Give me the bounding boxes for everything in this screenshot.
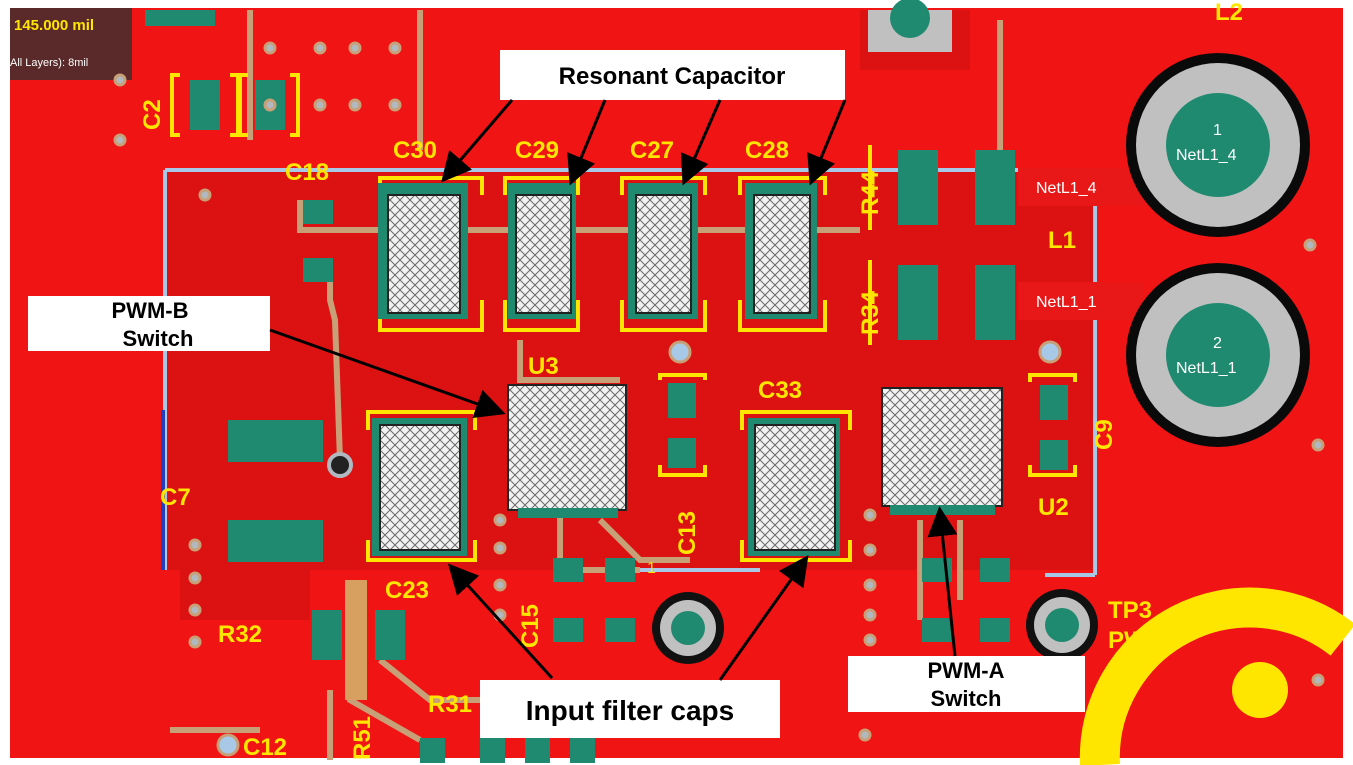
info-line-2: All Layers): 8mil	[10, 57, 88, 69]
label-c27: C27	[630, 137, 674, 164]
cap-c23	[366, 410, 477, 562]
label-r51: R51	[349, 716, 376, 760]
label-r32: R32	[218, 621, 262, 648]
cap-c29	[503, 176, 580, 332]
l1-round-pads: 1 NetL1_4 2 NetL1_1	[1126, 53, 1310, 447]
top-left-components	[145, 10, 300, 137]
callout-pwm-b: PWM-B Switch	[28, 296, 270, 351]
cap-c27	[620, 176, 707, 332]
net-tags: NetL1_4 NetL1_1	[1018, 168, 1143, 320]
label-tp3: TP3	[1108, 597, 1152, 624]
arrow-to-c23	[447, 563, 554, 680]
callout-pwm-a-line1: PWM-A	[928, 658, 1005, 683]
arrow-to-c28	[807, 99, 847, 186]
label-c13: C13	[674, 511, 701, 555]
label-c15: C15	[517, 604, 544, 648]
left-pads	[228, 420, 405, 660]
label-pwm2: PWM2	[1108, 627, 1180, 654]
pad2-net: NetL1_1	[1176, 360, 1237, 377]
label-r44: R44	[857, 170, 884, 215]
label-l2: L2	[1215, 0, 1243, 26]
label-l1: L1	[1048, 227, 1076, 254]
u2-switch	[881, 387, 1003, 515]
netl1-1-tag: NetL1_1	[1036, 294, 1097, 311]
r44-r34-pads	[898, 150, 1015, 340]
logo-arc	[1079, 587, 1353, 765]
label-u3: U3	[528, 353, 559, 380]
callout-pwm-a: PWM-A Switch	[848, 656, 1085, 712]
c13-pads	[658, 340, 707, 477]
arrow-to-c29	[567, 99, 607, 186]
c9-pads	[1028, 340, 1077, 477]
netl1-4-tag: NetL1_4	[1036, 180, 1097, 197]
callout-input-filter: Input filter caps	[480, 680, 780, 738]
resonant-capacitors	[378, 176, 827, 332]
callout-pwm-b-line1: PWM-B	[112, 298, 189, 323]
test-points	[652, 589, 1098, 664]
via-black	[327, 452, 353, 478]
r51-body	[345, 580, 367, 700]
callout-pwm-a-line2: Switch	[931, 686, 1002, 711]
l2-through-hole	[868, 0, 952, 52]
label-c9: C9	[1091, 419, 1118, 450]
cap-c33	[740, 410, 852, 562]
label-c30: C30	[393, 137, 437, 164]
label-pin1: 1	[647, 560, 656, 577]
callout-arrows	[269, 99, 958, 681]
arrow-to-u3	[269, 328, 506, 419]
cap-c28	[738, 176, 827, 332]
callout-pwm-b-line2: Switch	[123, 326, 194, 351]
label-c23: C23	[385, 577, 429, 604]
callout-resonant: Resonant Capacitor	[500, 50, 845, 100]
label-r31: R31	[428, 691, 472, 718]
u3-switch	[507, 384, 627, 518]
callout-input-filter-text: Input filter caps	[526, 695, 734, 726]
label-c33: C33	[758, 377, 802, 404]
arrow-to-c33	[718, 555, 809, 681]
label-c29: C29	[515, 137, 559, 164]
cap-c30	[378, 176, 484, 332]
label-c2: C2	[139, 99, 166, 130]
pad1-net: NetL1_4	[1176, 147, 1237, 164]
label-r34: R34	[857, 290, 884, 335]
silkscreen-labels: C2 C18 C30 C29 C27 C28 R44 L1 R34 U3 C33…	[139, 0, 1243, 761]
measurement-info-panel: 145.000 mil All Layers): 8mil	[10, 8, 132, 80]
pad1-number: 1	[1213, 122, 1222, 139]
callout-resonant-text: Resonant Capacitor	[559, 63, 786, 90]
via-grid	[113, 41, 1325, 742]
label-c18: C18	[285, 159, 329, 186]
arrow-to-c27	[680, 99, 722, 186]
c12-via	[216, 733, 240, 757]
label-u2: U2	[1038, 494, 1069, 521]
label-c12: C12	[243, 734, 287, 761]
pad2-number: 2	[1213, 335, 1222, 352]
label-c28: C28	[745, 137, 789, 164]
c18-pads	[303, 200, 333, 282]
info-line-1: 145.000 mil	[14, 17, 94, 34]
arrow-to-u2	[927, 506, 958, 657]
bottom-small-pads	[420, 558, 1010, 763]
arrow-to-c30	[441, 99, 514, 183]
label-c7: C7	[160, 484, 191, 511]
